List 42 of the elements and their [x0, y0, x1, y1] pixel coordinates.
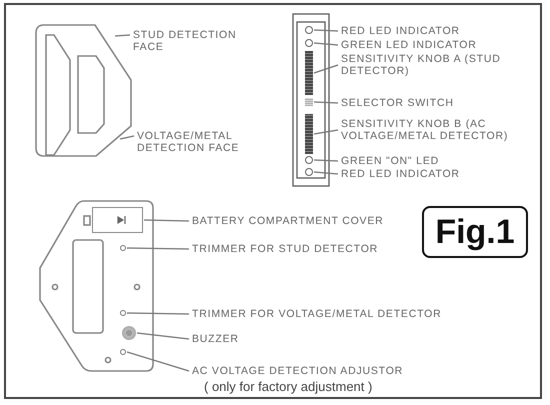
part-label: RED LED INDICATOR	[341, 168, 460, 180]
buzzer-grille	[122, 326, 136, 340]
part-label: SENSITIVITY KNOB A (STUD DETECTOR)	[341, 53, 501, 77]
leader-line	[314, 42, 338, 46]
led-indicator	[305, 168, 313, 176]
leader-line	[126, 247, 190, 250]
part-label: BATTERY COMPARTMENT COVER	[192, 215, 384, 227]
leader-line	[114, 34, 130, 37]
leader-line	[136, 332, 190, 340]
trimmer-hole	[120, 245, 126, 251]
leader-line	[314, 171, 338, 175]
leader-line	[314, 64, 338, 74]
leader-line	[144, 219, 190, 222]
leader-line	[314, 129, 338, 135]
led-indicator	[305, 156, 313, 164]
figure-label: Fig.1	[422, 206, 528, 258]
part-label: VOLTAGE/METAL DETECTION FACE	[137, 130, 277, 154]
sensitivity-knob	[305, 51, 313, 95]
leader-line	[126, 312, 190, 315]
part-label: SENSITIVITY KNOB B (AC VOLTAGE/METAL DETECTOR)	[341, 118, 536, 142]
led-indicator	[305, 39, 313, 47]
battery-cover	[92, 207, 143, 233]
sensitivity-knob	[305, 114, 313, 154]
part-label: GREEN "ON" LED	[341, 155, 440, 167]
leader-line	[314, 101, 338, 104]
adjustor-hole	[120, 349, 126, 355]
selector-switch	[305, 98, 313, 106]
led-indicator	[305, 26, 313, 34]
part-label: STUD DETECTION FACE	[133, 29, 243, 53]
part-label: TRIMMER FOR STUD DETECTOR	[192, 243, 378, 255]
part-label: GREEN LED INDICATOR	[341, 39, 477, 51]
note-text: ( only for factory adjustment )	[204, 381, 374, 393]
leader-line	[120, 135, 134, 140]
part-label: TRIMMER FOR VOLTAGE/METAL DETECTOR	[192, 308, 442, 320]
leader-line	[314, 29, 338, 32]
leader-line	[126, 351, 190, 372]
leader-line	[314, 159, 338, 162]
part-label: RED LED INDICATOR	[341, 25, 460, 37]
trimmer-hole	[120, 310, 126, 316]
part-label: AC VOLTAGE DETECTION ADJUSTOR	[192, 365, 404, 377]
part-label: SELECTOR SWITCH	[341, 97, 454, 109]
part-label: BUZZER	[192, 333, 239, 345]
